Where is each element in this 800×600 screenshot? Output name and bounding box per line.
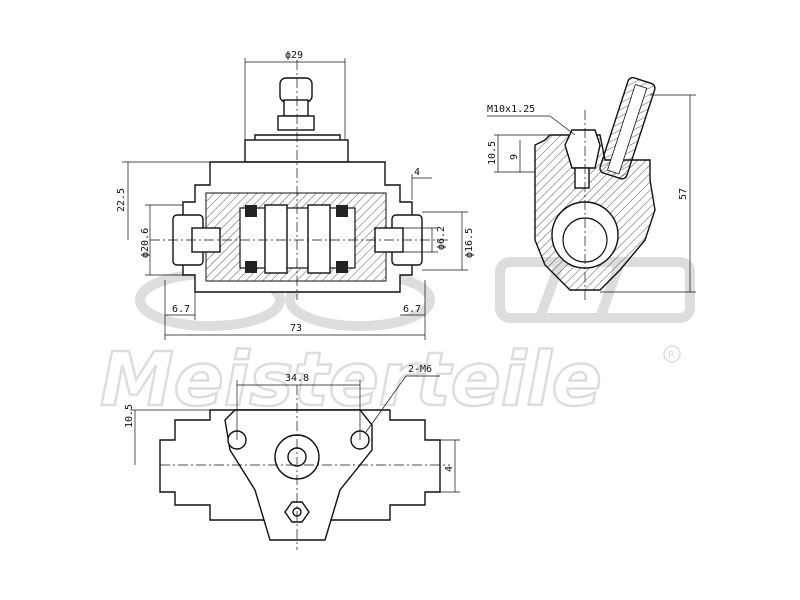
front-section-view: ϕ29 22.5 ϕ20.6 4 ϕ6.2 ϕ16.5 6.7 6.7 73 bbox=[116, 50, 475, 340]
dim-width-small: 4 bbox=[414, 167, 420, 178]
side-section-view: M10x1.25 10.5 9 57 bbox=[487, 76, 696, 300]
seal-br bbox=[336, 261, 348, 273]
bore bbox=[239, 207, 356, 269]
dim-dia-left: ϕ20.6 bbox=[140, 228, 151, 258]
dim-height-left: 22.5 bbox=[116, 188, 127, 212]
dim-left-offset: 6.7 bbox=[172, 304, 190, 315]
dim-right-offset: 6.7 bbox=[403, 304, 421, 315]
left-piston bbox=[264, 204, 288, 274]
side-passage bbox=[574, 167, 590, 189]
registered-mark: R bbox=[668, 350, 675, 361]
dim-bottom-10-5: 10.5 bbox=[124, 404, 135, 428]
dim-hole-spacing: 34.8 bbox=[285, 373, 309, 384]
bleed-nipple-hex bbox=[277, 115, 315, 131]
dim-dia-right: ϕ16.5 bbox=[464, 228, 475, 258]
bleed-nipple-cap bbox=[279, 77, 313, 103]
dim-thread: M10x1.25 bbox=[487, 104, 535, 115]
dim-total-length: 73 bbox=[290, 323, 302, 334]
dim-bottom-4: 4 bbox=[444, 466, 455, 472]
registered-icon bbox=[663, 345, 681, 363]
bottom-plan-view: 34.8 2-M6 10.5 4 bbox=[124, 364, 460, 550]
side-port bbox=[564, 129, 601, 169]
dim-bolt-label: 2-M6 bbox=[408, 364, 432, 375]
dim-side-57: 57 bbox=[678, 188, 689, 200]
boss-top bbox=[244, 139, 349, 163]
seal-bl bbox=[245, 261, 257, 273]
right-piston bbox=[307, 204, 331, 274]
seal-tl bbox=[245, 205, 257, 217]
bleed-nipple-stem bbox=[283, 99, 309, 117]
dim-top-dia: ϕ29 bbox=[285, 50, 303, 61]
dim-dia-inner: ϕ6.2 bbox=[436, 226, 447, 250]
seal-tr bbox=[336, 205, 348, 217]
dim-side-9: 9 bbox=[509, 154, 520, 160]
dim-side-10-5: 10.5 bbox=[487, 141, 498, 165]
